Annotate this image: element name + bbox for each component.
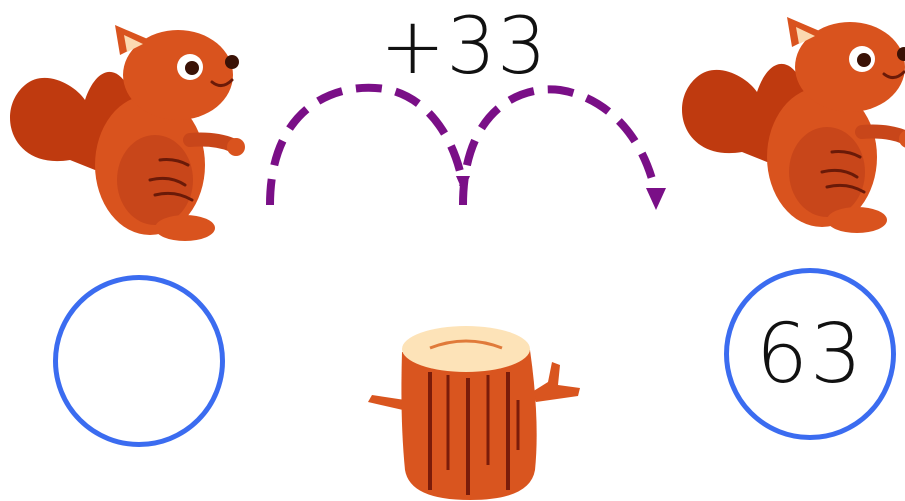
jump-arc — [459, 85, 666, 210]
squirrel-icon — [682, 17, 905, 233]
squirrel-icon — [10, 25, 245, 241]
operation-label: +33 — [380, 2, 548, 92]
end-number-value: 63 — [755, 306, 865, 402]
start-number-box[interactable] — [53, 275, 225, 447]
tree-stump-icon — [368, 326, 580, 500]
end-number-box: 63 — [724, 268, 896, 440]
jump-arc — [266, 83, 470, 206]
